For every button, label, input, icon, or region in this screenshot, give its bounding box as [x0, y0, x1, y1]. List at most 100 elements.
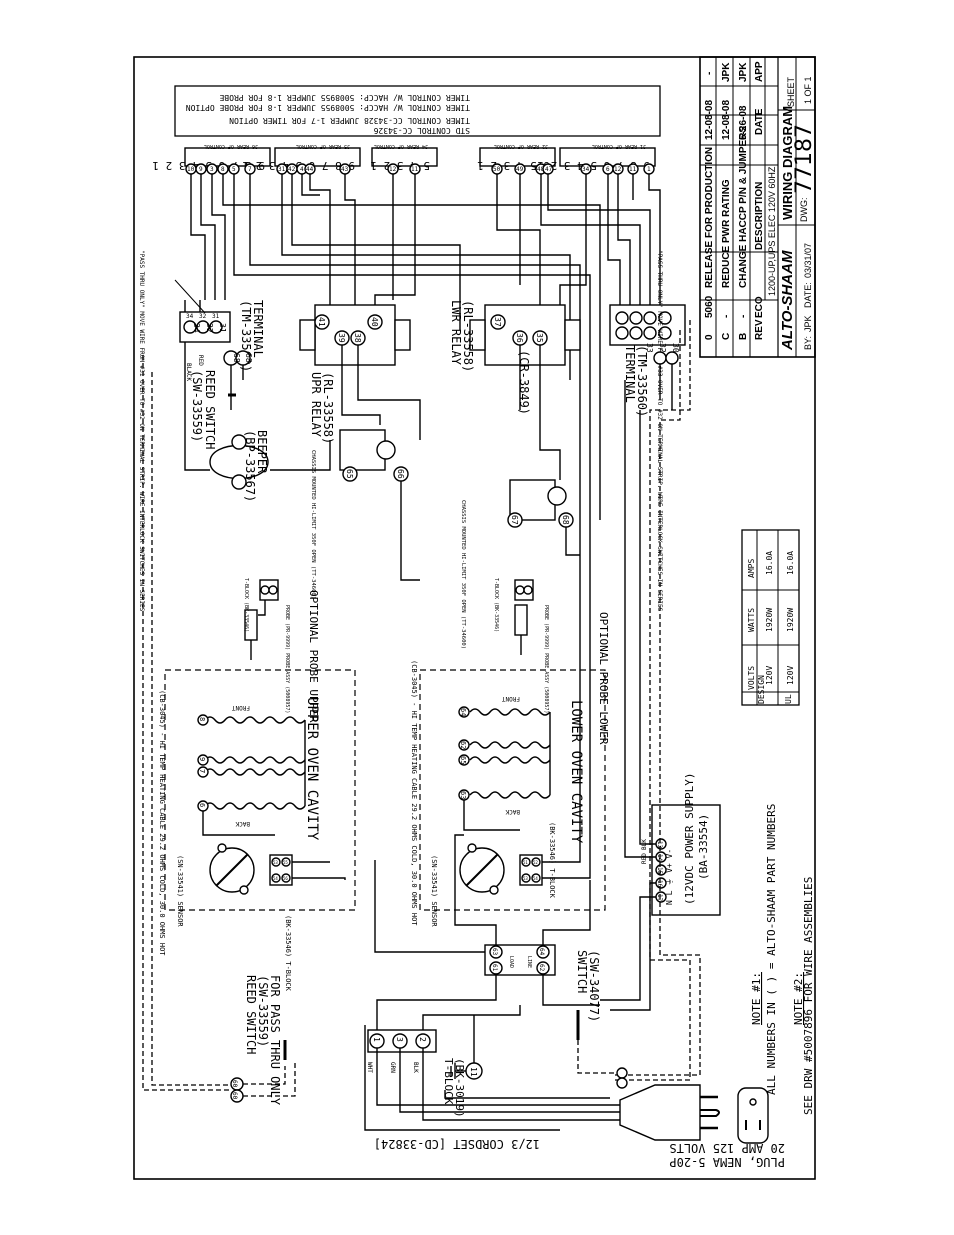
app-2: JPK [738, 62, 749, 82]
sw-wire-63: 63 [491, 948, 498, 956]
reed-upper-color-a: BLACK [185, 363, 192, 381]
controller-note-3: TIMER CONTROL W/ HACCP: 5008955 JUMPER 1… [186, 103, 470, 112]
app-1: JPK [721, 62, 732, 82]
dwg-number: 77187 [792, 124, 817, 194]
date-header: DATE [754, 108, 765, 135]
cw-3-2: 48 [537, 166, 545, 173]
probe-upper-label: OPTIONAL PROBE UPPER [307, 590, 320, 723]
lt-wire-33: 33 [645, 343, 654, 353]
reed-lower-note: FOR PASS THRU ONLY [268, 975, 282, 1106]
hl-upper-65: 65 [345, 469, 354, 479]
reed-switch-lower: 60 60 REED SWITCH (SW-33559) FOR PASS TH… [142, 320, 701, 1106]
app-0: - [704, 72, 715, 75]
eco-1: - [721, 315, 732, 318]
uc-label: UPPER OVEN CAVITY [304, 697, 320, 841]
probe-upper-probe: PROBE (PR-9999) PROBE ASSY (5008957) [284, 605, 290, 713]
j6-label: J6 REAR OF CONTROL [204, 143, 258, 149]
sheet-label: SHEET [786, 76, 796, 107]
date-2: 6-26-08 [738, 105, 749, 140]
lc-cable: (CB-3045) - HI TEMP HEATING CABLE 29.2 O… [410, 660, 418, 926]
cw-1-1: 42 [288, 166, 296, 173]
upr-relay-38: 38 [353, 333, 362, 343]
ps-wire-13: 13 [656, 841, 663, 849]
pass-thru-note-upper-text: "PASS THRU ONLY" MOVE WIRE FROM #31 OVER… [138, 250, 145, 612]
description-line: 1200-UP,UPS ELEC 120V 60HZ [767, 166, 777, 296]
tb-wire-1: 1 [372, 1037, 381, 1042]
reed-upper-label: REED SWITCH [203, 370, 217, 449]
controller-note-1: STD CONTROL CC-34326 [373, 126, 470, 135]
ut-b-32: 32 [199, 313, 207, 320]
volts-row-0: 120V [765, 666, 774, 685]
amps-row-1: 16.0A [786, 551, 795, 575]
switch-part: (SW-34077) [587, 950, 601, 1022]
sensor-upper: (SN-33541) SENSOR (BK-33546) T-BLOCK [176, 843, 346, 992]
date-label: DATE: [803, 282, 813, 308]
date-1: 12-08-08 [721, 100, 732, 140]
lc-label: LOWER OVEN CAVITY [568, 700, 584, 844]
note2-text: SEE DRW #5007896 FOR WIRE ASSEMBLIES [802, 877, 815, 1115]
desc-0: RELEASE FOR PRODUCTION [704, 147, 715, 288]
sl-w0: 51 [523, 860, 528, 865]
control-harness [184, 174, 661, 560]
lc-front: FRONT [502, 695, 520, 702]
ps-part: (BA-33554) [697, 814, 710, 880]
sw-wire-64: 64 [538, 948, 545, 956]
desc-2: CHANGE HACCP P/N & JUMPERS [738, 126, 749, 288]
ratings-table: VOLTS WATTS AMPS 120V 1920W 16.0A 120V 1… [741, 529, 800, 706]
cw-2-1: 11 [411, 166, 419, 173]
cw-0-0: 10 [187, 166, 195, 173]
cw-1-2: 4 [300, 166, 304, 173]
upr-relay-39: 39 [337, 333, 346, 343]
watts-row-0: 1920W [765, 608, 774, 632]
lc-wire-62: 62 [459, 741, 467, 749]
sensor-lower-label: (SN-33541) SENSOR [430, 855, 438, 927]
plug-label: PLUG, NEMA 5-20P [669, 1155, 785, 1169]
upper-terminal-row-b: 34 32 31 [186, 313, 220, 320]
uc-wire-8: 8 [198, 717, 206, 721]
cw-4-3: 11 [629, 166, 637, 173]
plug-rating: 20 AMP 125 VOLTS [669, 1141, 785, 1155]
uc-cable: (CB-3045) - HI TEMP HEATING CABLE 29.2 O… [158, 690, 166, 956]
lt-wire-30: 30 [671, 343, 680, 353]
connector-wire-numbers [185, 163, 655, 175]
probe-lower: T-BLOCK (BK-33546) PROBE (PR-9999) PROBE… [493, 578, 610, 745]
tb-color-wht: WHT [366, 1062, 373, 1073]
cw-0-2: 3 [210, 166, 214, 173]
connector-wire-number-labels: 10 9 3 8 5 7 31 42 4 44 43 12 11 50 49 4… [187, 166, 651, 173]
sensor-upper-label: (SN-33541) SENSOR [176, 855, 184, 927]
tb-wire-2: 2 [418, 1037, 427, 1042]
lc-back: BACK [505, 808, 520, 815]
lwr-relay-part: (RL-33558) [461, 300, 475, 372]
note1-title: NOTE #1: [750, 972, 763, 1025]
company-logo: ALTO-SHAAM [779, 250, 796, 351]
cw-4-1: 6 [606, 166, 610, 173]
ut-wire-34: 34 [192, 323, 201, 333]
reed-lower-label: REED SWITCH [244, 975, 258, 1054]
cw-4-0: 34 [582, 166, 590, 173]
probe-lower-label: OPTIONAL PROBE LOWER [597, 612, 610, 745]
ut-wire-31: 31 [218, 323, 227, 333]
cw-1-3: 44 [306, 166, 314, 173]
uc-wire-6: 6 [198, 803, 206, 807]
eco-0: 5060 [704, 295, 715, 318]
cw-3-1: 49 [516, 166, 524, 173]
tblock-part: (BK-3019) [453, 1058, 466, 1118]
date-0: 12-08-08 [704, 100, 715, 140]
ut-wire-32: 32 [205, 323, 214, 333]
hi-limit-lower: 67 68 CHASSIS MOUNTED HI-LIMIT 350F OPEN… [460, 479, 580, 649]
ground-wire-11: 11 [469, 1067, 478, 1077]
reed-upper-color-b: RED [197, 355, 204, 366]
power-supply: 17 16 15 14 13 N L ⏚ V+ V- (12VDC POWER … [600, 380, 721, 1011]
ut-b-31: 31 [212, 313, 220, 320]
main-switch: 63 61 64 62 LOAD LINE SWITCH (SW-34077) [374, 834, 601, 1022]
eco-header: ECO [754, 296, 765, 318]
ul-label: UL [784, 694, 793, 704]
upper-relay: 41 39 38 40 UPR RELAY (RL-33558) [299, 304, 421, 444]
lwr-relay-label: LWR RELAY [449, 300, 463, 366]
note2-title: NOTE #2: [792, 972, 805, 1025]
uc-front: FRONT [232, 704, 250, 711]
sw-wire-61: 61 [491, 964, 498, 972]
connectors-row: 9 8 7 6 5 4 3 2 1 9 8 7 6 5 4 3 2 1 5 4 … [152, 143, 656, 172]
upr-relay-41: 41 [317, 317, 326, 327]
